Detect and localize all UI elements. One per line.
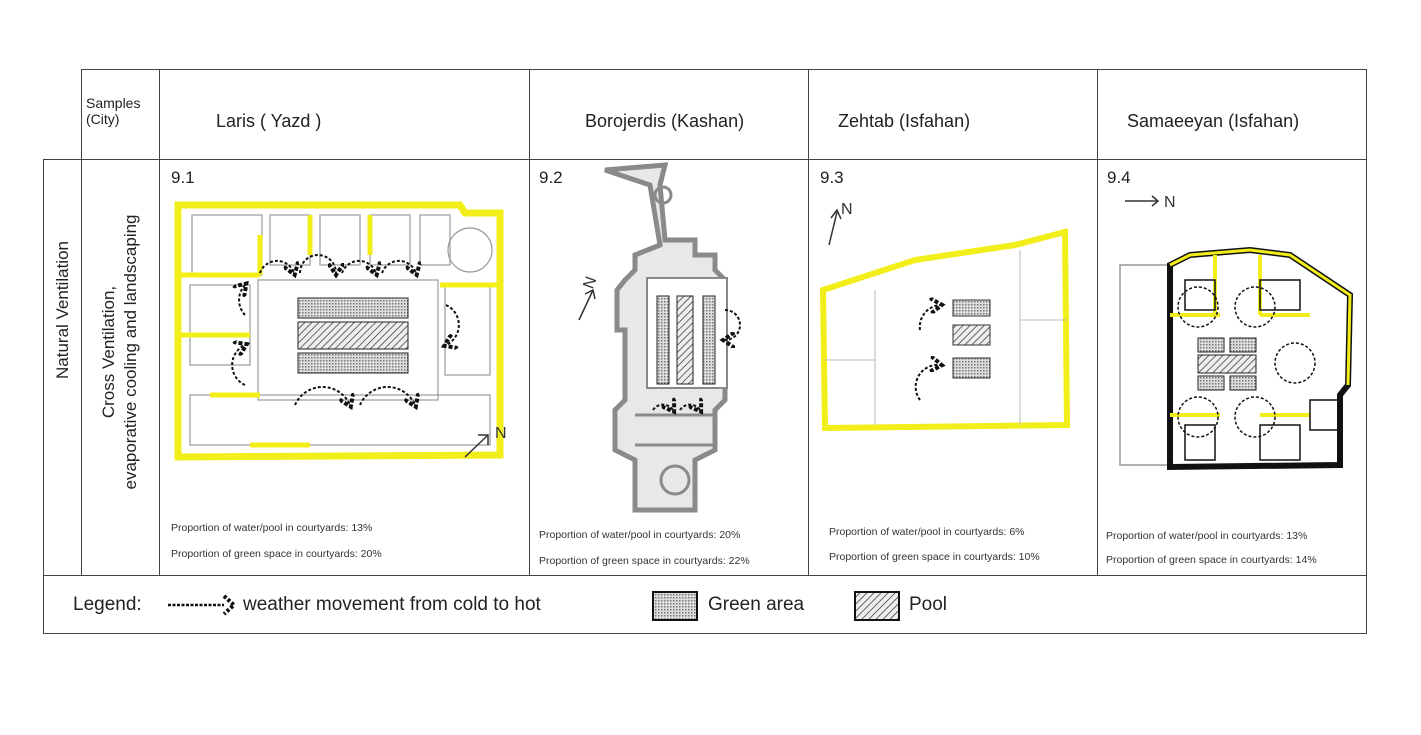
north-arrow-icon	[578, 288, 596, 321]
pool	[1197, 354, 1257, 374]
category-label: Natural Ventilation	[53, 241, 72, 379]
table-border	[529, 69, 530, 576]
table-border	[81, 69, 82, 576]
table-border	[1097, 69, 1098, 576]
table-border	[43, 159, 1366, 160]
north-label: N	[495, 425, 507, 442]
north-label: N	[841, 201, 853, 218]
north-arrow-icon	[464, 434, 489, 458]
green-area	[1229, 337, 1257, 353]
pool-swatch	[854, 591, 900, 621]
samples-header: Samples (City)	[86, 95, 140, 127]
floor-plan-laris: N	[174, 201, 507, 461]
table-border	[43, 159, 44, 634]
north-label: N	[580, 274, 600, 291]
table-border	[159, 69, 160, 576]
legend-green-label: Green area	[708, 594, 805, 615]
floor-plan-samaeeyan: N	[1119, 194, 1354, 471]
green-area	[702, 295, 716, 385]
subcategory-line1: Cross Ventilation,	[99, 285, 118, 419]
figure-number: 9.1	[171, 168, 195, 187]
north-label: N	[1164, 194, 1176, 211]
green-area	[1229, 375, 1257, 391]
floor-plan-borojerdis: N	[578, 162, 741, 513]
green-area-swatch	[652, 591, 698, 621]
figure-number: 9.2	[539, 168, 563, 187]
pool	[952, 324, 991, 346]
legend-title: Legend:	[73, 594, 142, 615]
green-area	[656, 295, 670, 385]
green-proportion: Proportion of green space in courtyards:…	[1106, 554, 1317, 566]
water-proportion: Proportion of water/pool in courtyards: …	[829, 526, 1025, 538]
table-border	[808, 69, 809, 576]
table-border	[1366, 69, 1367, 634]
column-header-laris: Laris ( Yazd )	[216, 111, 322, 131]
green-proportion: Proportion of green space in courtyards:…	[171, 548, 382, 560]
green-area	[1197, 337, 1225, 353]
green-area	[297, 352, 409, 374]
figure-number: 9.3	[820, 168, 844, 187]
green-area	[952, 299, 991, 317]
weather-arrow-icon	[168, 594, 237, 616]
floor-plan-zehtab: N	[819, 201, 1071, 432]
water-proportion: Proportion of water/pool in courtyards: …	[539, 529, 741, 541]
water-proportion: Proportion of water/pool in courtyards: …	[1106, 530, 1308, 542]
figure-number: 9.4	[1107, 168, 1131, 187]
green-proportion: Proportion of green space in courtyards:…	[829, 551, 1040, 563]
north-arrow-icon	[1125, 195, 1160, 207]
green-proportion: Proportion of green space in courtyards:…	[539, 555, 750, 567]
green-area	[952, 357, 991, 379]
subcategory-label: Cross Ventilation, evaporative cooling a…	[98, 202, 142, 502]
table-border	[43, 575, 1366, 576]
pool	[676, 295, 694, 385]
legend-pool-label: Pool	[909, 594, 948, 615]
column-header-zehtab: Zehtab (Isfahan)	[838, 111, 971, 131]
pool	[297, 321, 409, 350]
samples-header-line1: Samples	[86, 95, 141, 111]
north-arrow-icon	[828, 208, 842, 246]
samples-header-line2: (City)	[86, 111, 120, 127]
legend-arrow-label: weather movement from cold to hot	[243, 594, 541, 615]
subcategory-line2: evaporative cooling and landscaping	[121, 214, 140, 490]
green-area	[297, 297, 409, 319]
table-border	[81, 69, 1366, 70]
column-header-borojerdis: Borojerdis (Kashan)	[585, 111, 745, 131]
green-area	[1197, 375, 1225, 391]
column-header-samaeeyan: Samaeeyan (Isfahan)	[1127, 111, 1300, 131]
water-proportion: Proportion of water/pool in courtyards: …	[171, 522, 373, 534]
table-border	[43, 633, 1366, 634]
